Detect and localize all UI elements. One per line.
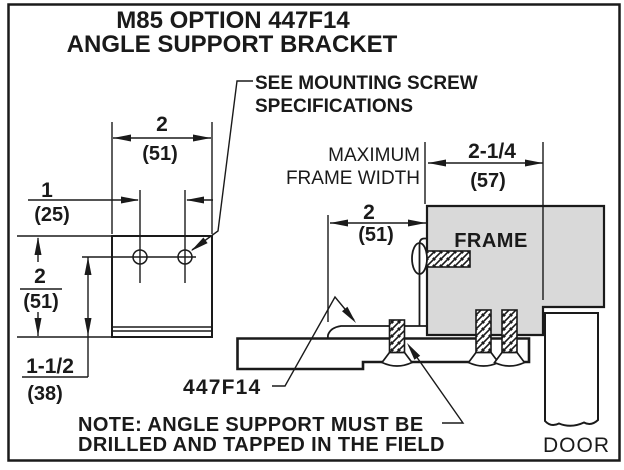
frame-label: FRAME	[454, 230, 528, 252]
dim-bracket-width-mm: (51)	[142, 143, 178, 165]
arrowhead-icon	[408, 219, 426, 227]
bracket-face	[111, 235, 213, 338]
dim-line-hole-to-bottom	[22, 257, 89, 378]
mounting-screw-leader	[191, 80, 253, 251]
arrowhead-icon	[84, 318, 92, 336]
dim-bracket-width-in: 2	[156, 113, 168, 136]
screw-head	[380, 351, 414, 367]
arrowhead-icon	[84, 257, 92, 275]
arrowhead-icon	[113, 134, 131, 142]
arrowhead-icon	[525, 159, 543, 167]
tapped-screws	[380, 309, 526, 367]
arrowhead-icon	[428, 159, 446, 167]
mounting-plate	[236, 337, 531, 371]
dim-projection-mm: (51)	[358, 224, 394, 246]
bracket-flange-lines	[113, 326, 211, 332]
arrowhead-icon	[34, 318, 42, 336]
arrowhead-icon	[34, 237, 42, 255]
screw-shaft-hatch	[475, 309, 492, 354]
angle-support-profile	[326, 237, 427, 339]
see-mounting-screw-label2: SPECIFICATIONS	[255, 96, 413, 117]
door-section	[544, 312, 599, 427]
frame-screw	[411, 242, 471, 275]
dim-hole-to-bottom-in: 1-1/2	[26, 355, 74, 378]
hole-centerlines	[82, 190, 196, 283]
max-frame-width-label2: FRAME WIDTH	[286, 168, 420, 189]
arrowhead-icon	[186, 196, 204, 204]
page-border	[7, 3, 621, 462]
part-number-label: 447F14	[183, 376, 261, 399]
dim-bracket-height-mm: (51)	[23, 291, 59, 313]
arrowhead-icon	[191, 237, 208, 251]
arrowhead-icon	[193, 134, 211, 142]
arrowhead-icon	[121, 196, 139, 204]
front-extension-lines	[17, 122, 213, 338]
screw-shaft-hatch	[501, 309, 518, 354]
front-view	[17, 80, 253, 378]
note-label-line1: NOTE: ANGLE SUPPORT MUST BE	[78, 414, 424, 436]
dim-bracket-height-in: 2	[34, 265, 46, 288]
dim-max-frame-width-in: 2-1/4	[468, 140, 516, 163]
part-number-leader	[272, 295, 355, 387]
dim-max-frame-width-mm: (57)	[470, 170, 506, 192]
side-view	[236, 142, 606, 427]
max-frame-width-label1: MAXIMUM	[328, 145, 420, 166]
side-extension-lines	[327, 142, 544, 322]
see-mounting-screw-label: SEE MOUNTING SCREW	[255, 73, 478, 94]
frame-screw-shaft-hatch	[425, 250, 471, 268]
note-label-line2: DRILLED AND TAPPED IN THE FIELD	[78, 434, 445, 456]
screw-shaft-hatch	[388, 319, 406, 354]
dim-hole-to-bottom-mm: (38)	[27, 383, 63, 405]
page-title-line1: M85 OPTION 447F14	[116, 7, 350, 34]
arrowhead-icon	[330, 219, 348, 227]
dim-projection-in: 2	[363, 201, 375, 224]
screw-head	[493, 351, 526, 367]
note-leader	[408, 345, 465, 424]
arrowhead-icon	[342, 306, 356, 323]
page-title-line2: ANGLE SUPPORT BRACKET	[67, 31, 398, 58]
dim-hole-spacing-mm: (25)	[34, 204, 70, 226]
door-label: DOOR	[543, 434, 610, 457]
arrowhead-icon	[407, 343, 421, 360]
frame-section	[425, 204, 606, 337]
dim-hole-spacing-in: 1	[41, 179, 53, 202]
